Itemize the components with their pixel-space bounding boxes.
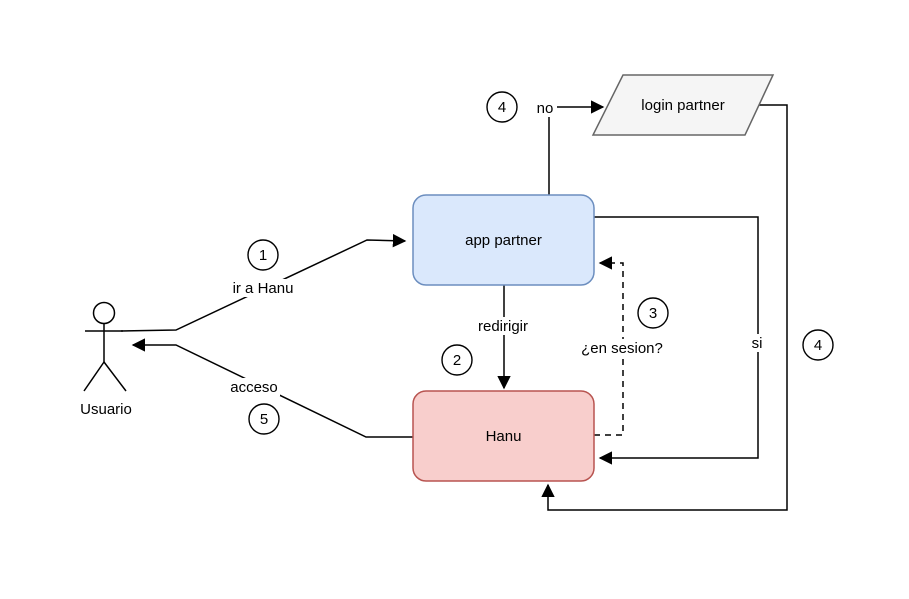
app-partner-box	[412, 194, 595, 286]
label-bg-acceso	[228, 378, 280, 396]
node-login-partner: login partner	[591, 74, 775, 136]
actor-usuario: Usuario	[80, 301, 132, 418]
step-badge-4-return-num: 4	[814, 337, 822, 354]
node-hanu: Hanu	[412, 390, 595, 482]
step-badge-4-no-num: 4	[498, 99, 506, 116]
step-badge-5-num: 5	[260, 411, 268, 428]
label-bg-no	[533, 99, 557, 117]
node-app-partner: app partner	[412, 194, 595, 286]
edge-no-to-login-partner	[548, 100, 605, 195]
actor-head	[92, 301, 116, 325]
edge-si	[594, 216, 759, 465]
label-bg-en-sesion	[580, 339, 664, 357]
edge-label-si: si	[752, 335, 763, 352]
edge-label-ir-a-hanu: ir a Hanu	[233, 280, 294, 297]
app-partner-label: app partner	[465, 232, 542, 249]
edge-login-return	[541, 104, 788, 511]
step-badge-1-num: 1	[259, 247, 267, 264]
login-partner-parallelogram	[591, 74, 775, 136]
step-badge-4-no	[486, 91, 518, 123]
label-bg-ir-a-hanu	[230, 279, 296, 297]
step-badges: 1 2 3 4 4 5	[247, 91, 834, 435]
step-badge-1	[247, 239, 279, 271]
step-badge-3	[637, 297, 669, 329]
hanu-label: Hanu	[486, 428, 522, 445]
label-bg-si	[747, 334, 767, 352]
step-badge-3-num: 3	[649, 305, 657, 322]
step-badge-2-num: 2	[453, 352, 461, 369]
edge-label-no: no	[537, 100, 554, 117]
step-badge-4-return	[802, 329, 834, 361]
hanu-box	[412, 390, 595, 482]
edge-labels: ir a Hanu redirigir ¿en sesion? no si ac…	[228, 99, 767, 396]
step-badge-2	[441, 344, 473, 376]
step-badge-5	[248, 403, 280, 435]
actor-label: Usuario	[80, 401, 132, 418]
edge-label-redirigir: redirigir	[478, 318, 528, 335]
edge-label-acceso: acceso	[230, 379, 278, 396]
actor-legs	[83, 361, 127, 392]
login-partner-label: login partner	[641, 97, 724, 114]
edge-label-en-sesion: ¿en sesion?	[581, 340, 663, 357]
label-bg-redirigir	[474, 317, 532, 335]
